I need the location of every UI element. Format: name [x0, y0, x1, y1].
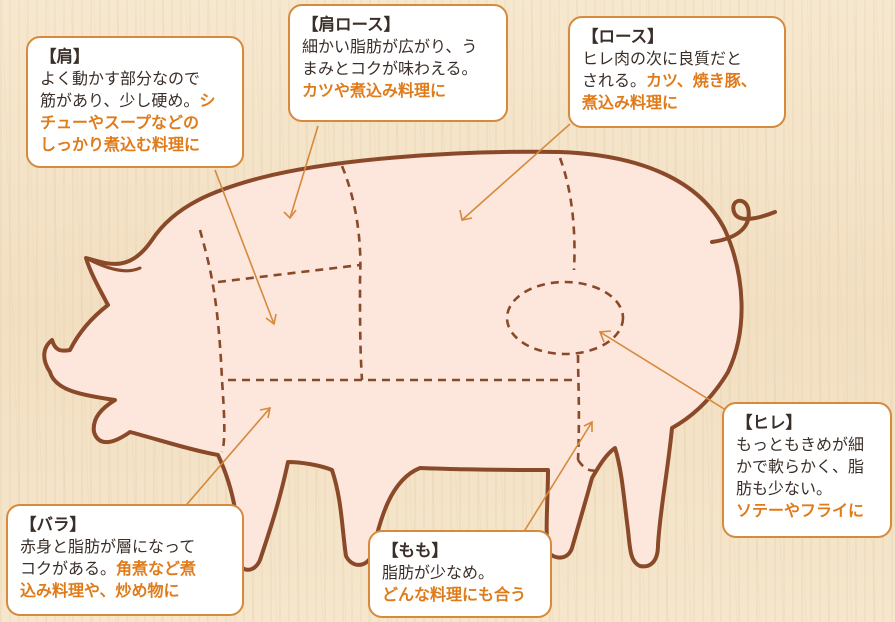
- label-kata-loin: 【肩ロース】 細かい脂肪が広がり、う まみとコクが味わえる。 カツや煮込み料理に: [288, 4, 508, 122]
- label-hire: 【ヒレ】 もっともきめが細 かで軟らかく、脂 肪も少ない。 ソテーやフライに: [722, 402, 892, 538]
- label-kata-highlight-2: しっかり煮込む料理に: [40, 135, 201, 154]
- pig-body-outline: [42, 149, 744, 572]
- label-kata-loin-line-2: まみとコクが味わえる。: [302, 59, 478, 78]
- pig-tail: [710, 198, 777, 244]
- label-hire-title: 【ヒレ】: [736, 413, 802, 432]
- pointer-bara: [174, 407, 271, 519]
- cut-line-shoulder-loin-left: [340, 165, 364, 381]
- label-kata-loin-line-1: 細かい脂肪が広がり、う: [302, 37, 478, 56]
- pointer-momo: [519, 421, 593, 539]
- label-hire-line-1: もっともきめが細: [736, 435, 865, 454]
- label-kata-title: 【肩】: [40, 47, 90, 66]
- cut-line-shoulder-vertical: [198, 229, 226, 453]
- label-kata-highlight-1: チューやスープなどの: [40, 113, 200, 132]
- label-loin-title: 【ロース】: [582, 27, 664, 46]
- pig-ear: [84, 256, 142, 273]
- label-loin-highlight: 煮込み料理に: [582, 93, 679, 112]
- pointer-loin: [461, 123, 571, 221]
- cut-lines: [198, 157, 625, 472]
- label-momo: 【もも】 脂肪が少なめ。 どんな料理にも合う: [368, 530, 552, 618]
- cut-line-shoulder-horizontal: [217, 263, 361, 284]
- label-bara-line-1: 赤身と脂肪が層になって: [20, 537, 196, 556]
- label-loin: 【ロース】 ヒレ肉の次に良質だと される。カツ、焼き豚、 煮込み料理に: [568, 16, 786, 128]
- pointer-kata-loin: [289, 125, 319, 219]
- label-hire-line-3: 肪も少ない。: [736, 479, 833, 498]
- pointer-lines: [174, 123, 743, 539]
- label-kata: 【肩】 よく動かす部分なので 筋があり、少し硬め。シ チューやスープなどの しっ…: [26, 36, 244, 168]
- cut-line-loin-right: [558, 157, 576, 271]
- label-bara: 【バラ】 赤身と脂肪が層になって コクがある。角煮など煮 込み料理や、炒め物に: [6, 504, 244, 616]
- label-kata-loin-title: 【肩ロース】: [302, 15, 401, 34]
- pointer-hire: [599, 331, 743, 421]
- label-momo-line-1: 脂肪が少なめ。: [382, 563, 495, 582]
- label-kata-loin-highlight: カツや煮込み料理に: [302, 81, 447, 100]
- label-loin-line-1: ヒレ肉の次に良質だと: [582, 49, 743, 68]
- cut-line-fillet: [505, 280, 625, 356]
- label-kata-line-1: よく動かす部分なので: [40, 69, 201, 88]
- label-kata-line-2: 筋があり、少し硬め。シ: [40, 91, 216, 110]
- label-bara-title: 【バラ】: [20, 515, 86, 534]
- label-loin-line-2: される。カツ、焼き豚、: [582, 71, 757, 90]
- label-bara-line-2: コクがある。角煮など煮: [20, 559, 197, 578]
- label-momo-title: 【もも】: [382, 541, 448, 560]
- label-hire-highlight: ソテーやフライに: [736, 501, 865, 520]
- label-hire-line-2: かで軟らかく、脂: [736, 457, 865, 476]
- cut-line-bottom-right: [576, 459, 601, 472]
- label-momo-highlight: どんな料理にも合う: [382, 585, 527, 604]
- label-bara-highlight: 込み料理や、炒め物に: [20, 581, 180, 600]
- pointer-kata: [214, 169, 275, 325]
